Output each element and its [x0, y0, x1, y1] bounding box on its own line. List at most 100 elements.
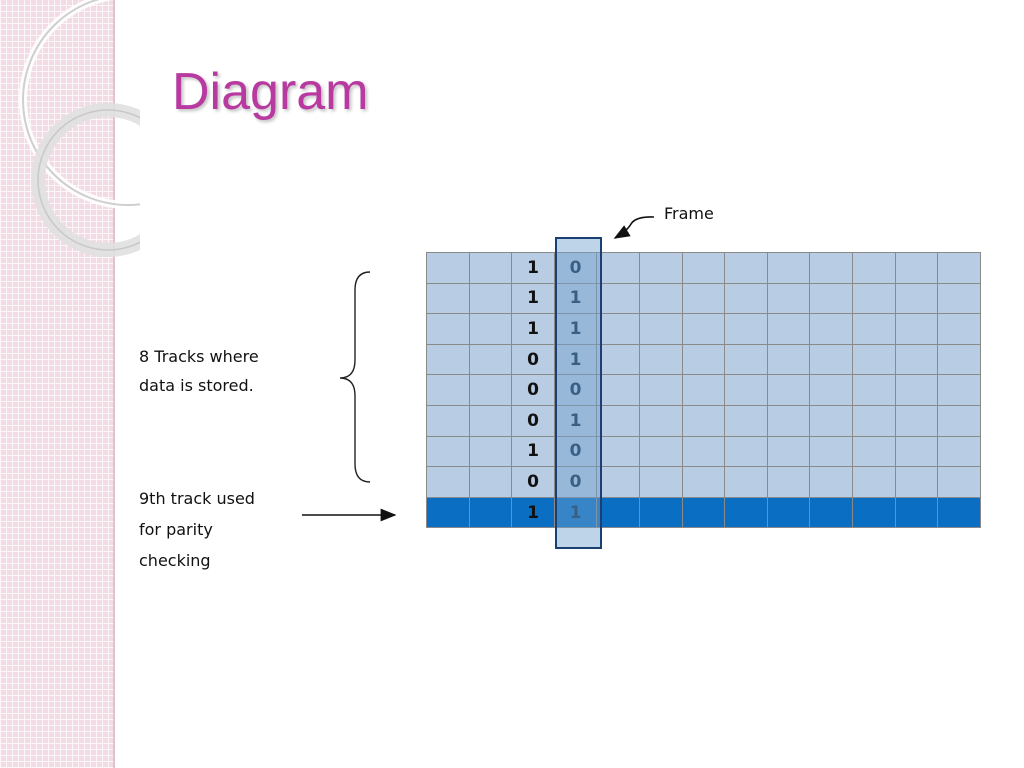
empty-cell: [810, 467, 853, 498]
frame-bit-cell: 1: [554, 497, 598, 529]
empty-cell: [852, 344, 896, 376]
slide-title: Diagram: [172, 63, 369, 121]
empty-cell: [725, 375, 768, 406]
empty-cell: [725, 436, 768, 468]
empty-cell: [597, 253, 640, 284]
empty-cell: [682, 405, 726, 437]
frame-bit-cell: 0: [554, 253, 598, 284]
parity-label-line-3: checking: [139, 551, 211, 570]
empty-cell: [725, 344, 768, 376]
bit-cell: 0: [512, 375, 555, 406]
frame-bit-cell: 0: [554, 375, 598, 406]
bit-cell: 1: [512, 253, 555, 284]
empty-cell: [767, 314, 811, 345]
empty-cell: [682, 467, 726, 498]
empty-cell: [427, 283, 470, 315]
empty-cell: [938, 436, 981, 468]
empty-cell: [725, 283, 768, 315]
empty-cell: [639, 436, 683, 468]
bit-cell: 1: [512, 314, 555, 345]
empty-cell: [639, 375, 683, 406]
empty-cell: [427, 375, 470, 406]
empty-cell: [725, 253, 768, 284]
empty-cell: [469, 497, 513, 529]
empty-cell: [639, 467, 683, 498]
empty-cell: [725, 467, 768, 498]
empty-cell: [852, 375, 896, 406]
bit-cell: 0: [512, 467, 555, 498]
empty-cell: [597, 314, 640, 345]
empty-cell: [852, 467, 896, 498]
frame-bit-cell: 1: [554, 283, 598, 315]
empty-cell: [895, 344, 939, 376]
bit-cell: 1: [512, 436, 555, 468]
frame-bit-cell: 0: [554, 436, 598, 468]
empty-cell: [597, 405, 640, 437]
curly-brace-icon: [339, 271, 371, 483]
empty-cell: [938, 405, 981, 437]
empty-cell: [639, 253, 683, 284]
empty-cell: [469, 405, 513, 437]
empty-cell: [427, 436, 470, 468]
empty-cell: [810, 314, 853, 345]
empty-cell: [725, 314, 768, 345]
parity-label: 9th track used for parity checking: [139, 483, 289, 576]
empty-cell: [767, 375, 811, 406]
empty-cell: [810, 497, 853, 529]
frame-bit-cell: 0: [554, 467, 598, 498]
bit-cell: 1: [512, 497, 555, 529]
empty-cell: [469, 436, 513, 468]
empty-cell: [810, 375, 853, 406]
empty-cell: [938, 467, 981, 498]
empty-cell: [427, 314, 470, 345]
decorative-rings: [19, 0, 140, 257]
empty-cell: [639, 344, 683, 376]
frame-bit-cell: 1: [554, 314, 598, 345]
empty-cell: [639, 497, 683, 529]
empty-cell: [895, 405, 939, 437]
frame-bit-cell: 1: [554, 344, 598, 376]
empty-cell: [767, 253, 811, 284]
empty-cell: [597, 467, 640, 498]
empty-cell: [938, 375, 981, 406]
empty-cell: [639, 283, 683, 315]
empty-cell: [725, 497, 768, 529]
empty-cell: [938, 314, 981, 345]
empty-cell: [639, 405, 683, 437]
empty-cell: [469, 314, 513, 345]
empty-cell: [767, 436, 811, 468]
empty-cell: [469, 253, 513, 284]
empty-cell: [767, 405, 811, 437]
empty-cell: [938, 497, 981, 529]
empty-cell: [469, 375, 513, 406]
frame-pointer-arrow-icon: [613, 216, 655, 239]
empty-cell: [852, 283, 896, 315]
empty-cell: [597, 375, 640, 406]
empty-cell: [852, 497, 896, 529]
empty-cell: [427, 497, 470, 529]
empty-cell: [810, 436, 853, 468]
empty-cell: [810, 283, 853, 315]
empty-cell: [852, 436, 896, 468]
empty-cell: [767, 283, 811, 315]
empty-cell: [639, 314, 683, 345]
empty-cell: [852, 253, 896, 284]
empty-cell: [938, 253, 981, 284]
empty-cell: [597, 344, 640, 376]
empty-cell: [895, 253, 939, 284]
empty-cell: [852, 314, 896, 345]
parity-label-line-2: for parity: [139, 520, 213, 539]
frame-bit-cell: 1: [554, 405, 598, 437]
empty-cell: [767, 467, 811, 498]
empty-cell: [682, 497, 726, 529]
empty-cell: [725, 405, 768, 437]
empty-cell: [895, 467, 939, 498]
empty-cell: [895, 436, 939, 468]
empty-cell: [682, 314, 726, 345]
empty-cell: [810, 344, 853, 376]
empty-cell: [427, 344, 470, 376]
empty-cell: [469, 344, 513, 376]
empty-cell: [597, 436, 640, 468]
